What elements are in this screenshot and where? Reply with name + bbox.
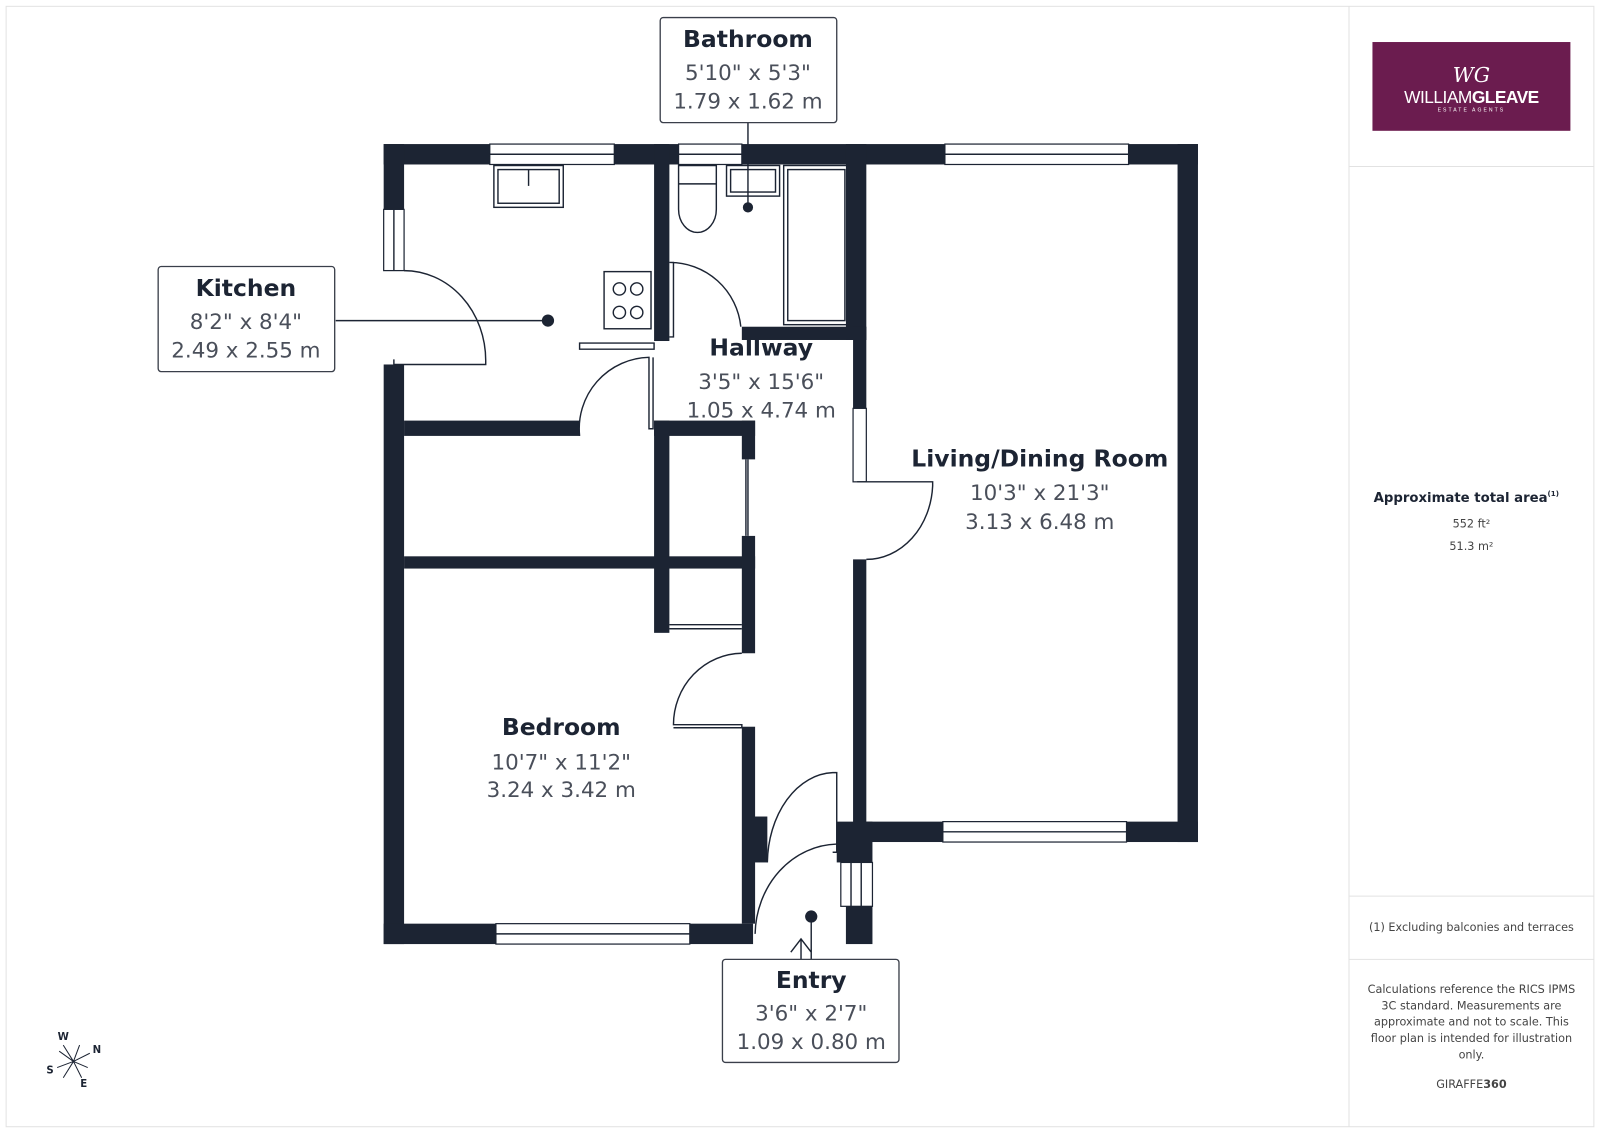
disclaimer-line: floor plan is intended for illustration [1371, 1032, 1572, 1045]
room-name: Hallway [709, 333, 813, 361]
walls [383, 144, 1198, 945]
room-label-bathroom[interactable]: Bathroom 5'10" x 5'3" 1.79 x 1.62 m [659, 16, 838, 124]
area-sqft: 552 ft² [1453, 518, 1491, 531]
room-label-bedroom[interactable]: Bedroom 10'7" x 11'2" 3.24 x 3.42 m [487, 713, 636, 803]
logo-brand-bold: GLEAVE [1472, 87, 1539, 107]
room-label-kitchen[interactable]: Kitchen 8'2" x 8'4" 2.49 x 2.55 m [157, 265, 336, 373]
page-border [5, 5, 1595, 1128]
logo-monogram: WG [1453, 63, 1490, 87]
room-dim-metric: 1.05 x 4.74 m [687, 399, 836, 424]
disclaimer: Calculations reference the RICS IPMS 3C … [1368, 983, 1576, 1061]
giraffe360-credit: GIRAFFE360 [1436, 1078, 1507, 1091]
area-title-text: Approximate total area [1374, 491, 1548, 506]
credit-light: GIRAFFE [1436, 1078, 1483, 1091]
room-dim-imperial: 3'6" x 2'7" [755, 1002, 867, 1027]
room-dim-metric: 3.13 x 6.48 m [965, 510, 1114, 535]
logo-tagline: ESTATE AGENTS [1438, 107, 1506, 113]
area-sqm: 51.3 m² [1449, 540, 1493, 553]
area-title: Approximate total area(1) [1374, 489, 1559, 506]
room-dim-imperial: 10'7" x 11'2" [491, 751, 630, 776]
room-dim-imperial: 5'10" x 5'3" [685, 61, 811, 86]
room-dim-metric: 1.09 x 0.80 m [737, 1030, 886, 1055]
svg-text:WILLIAMGLEAVE: WILLIAMGLEAVE [1404, 87, 1539, 107]
compass-w: W [58, 1032, 69, 1043]
room-dim-metric: 2.49 x 2.55 m [171, 338, 320, 363]
room-dim-metric: 3.24 x 3.42 m [487, 778, 636, 803]
disclaimer-line: Calculations reference the RICS IPMS [1368, 983, 1576, 996]
room-name: Entry [776, 966, 847, 994]
disclaimer-line: 3C standard. Measurements are [1381, 999, 1561, 1012]
room-dim-imperial: 10'3" x 21'3" [970, 481, 1109, 506]
area-footnote-mark: (1) [1548, 489, 1559, 498]
room-label-entry[interactable]: Entry 3'6" x 2'7" 1.09 x 0.80 m [721, 958, 900, 1064]
brand-logo: WG WILLIAMGLEAVE ESTATE AGENTS [1372, 42, 1571, 131]
compass-s: S [46, 1066, 53, 1077]
windows [383, 143, 1130, 945]
room-name: Bedroom [502, 713, 621, 741]
fixtures [335, 122, 934, 960]
credit-bold: 360 [1483, 1078, 1507, 1091]
footnote: (1) Excluding balconies and terraces [1369, 921, 1574, 934]
room-dim-imperial: 8'2" x 8'4" [190, 310, 302, 335]
room-name: Living/Dining Room [911, 445, 1168, 473]
logo-brand-light: WILLIAM [1404, 87, 1472, 107]
compass-n: N [93, 1045, 102, 1056]
room-dim-imperial: 3'5" x 15'6" [698, 370, 824, 395]
compass-e: E [80, 1079, 87, 1090]
disclaimer-line: only. [1459, 1048, 1485, 1061]
room-label-hallway[interactable]: Hallway 3'5" x 15'6" 1.05 x 4.74 m [687, 333, 836, 423]
disclaimer-line: approximate and not to scale. This [1374, 1016, 1569, 1029]
room-name: Bathroom [683, 25, 813, 53]
room-dim-metric: 1.79 x 1.62 m [673, 89, 822, 114]
compass-icon: W N S E [46, 1032, 101, 1090]
room-name: Kitchen [196, 274, 297, 302]
room-label-living[interactable]: Living/Dining Room 10'3" x 21'3" 3.13 x … [911, 445, 1168, 535]
